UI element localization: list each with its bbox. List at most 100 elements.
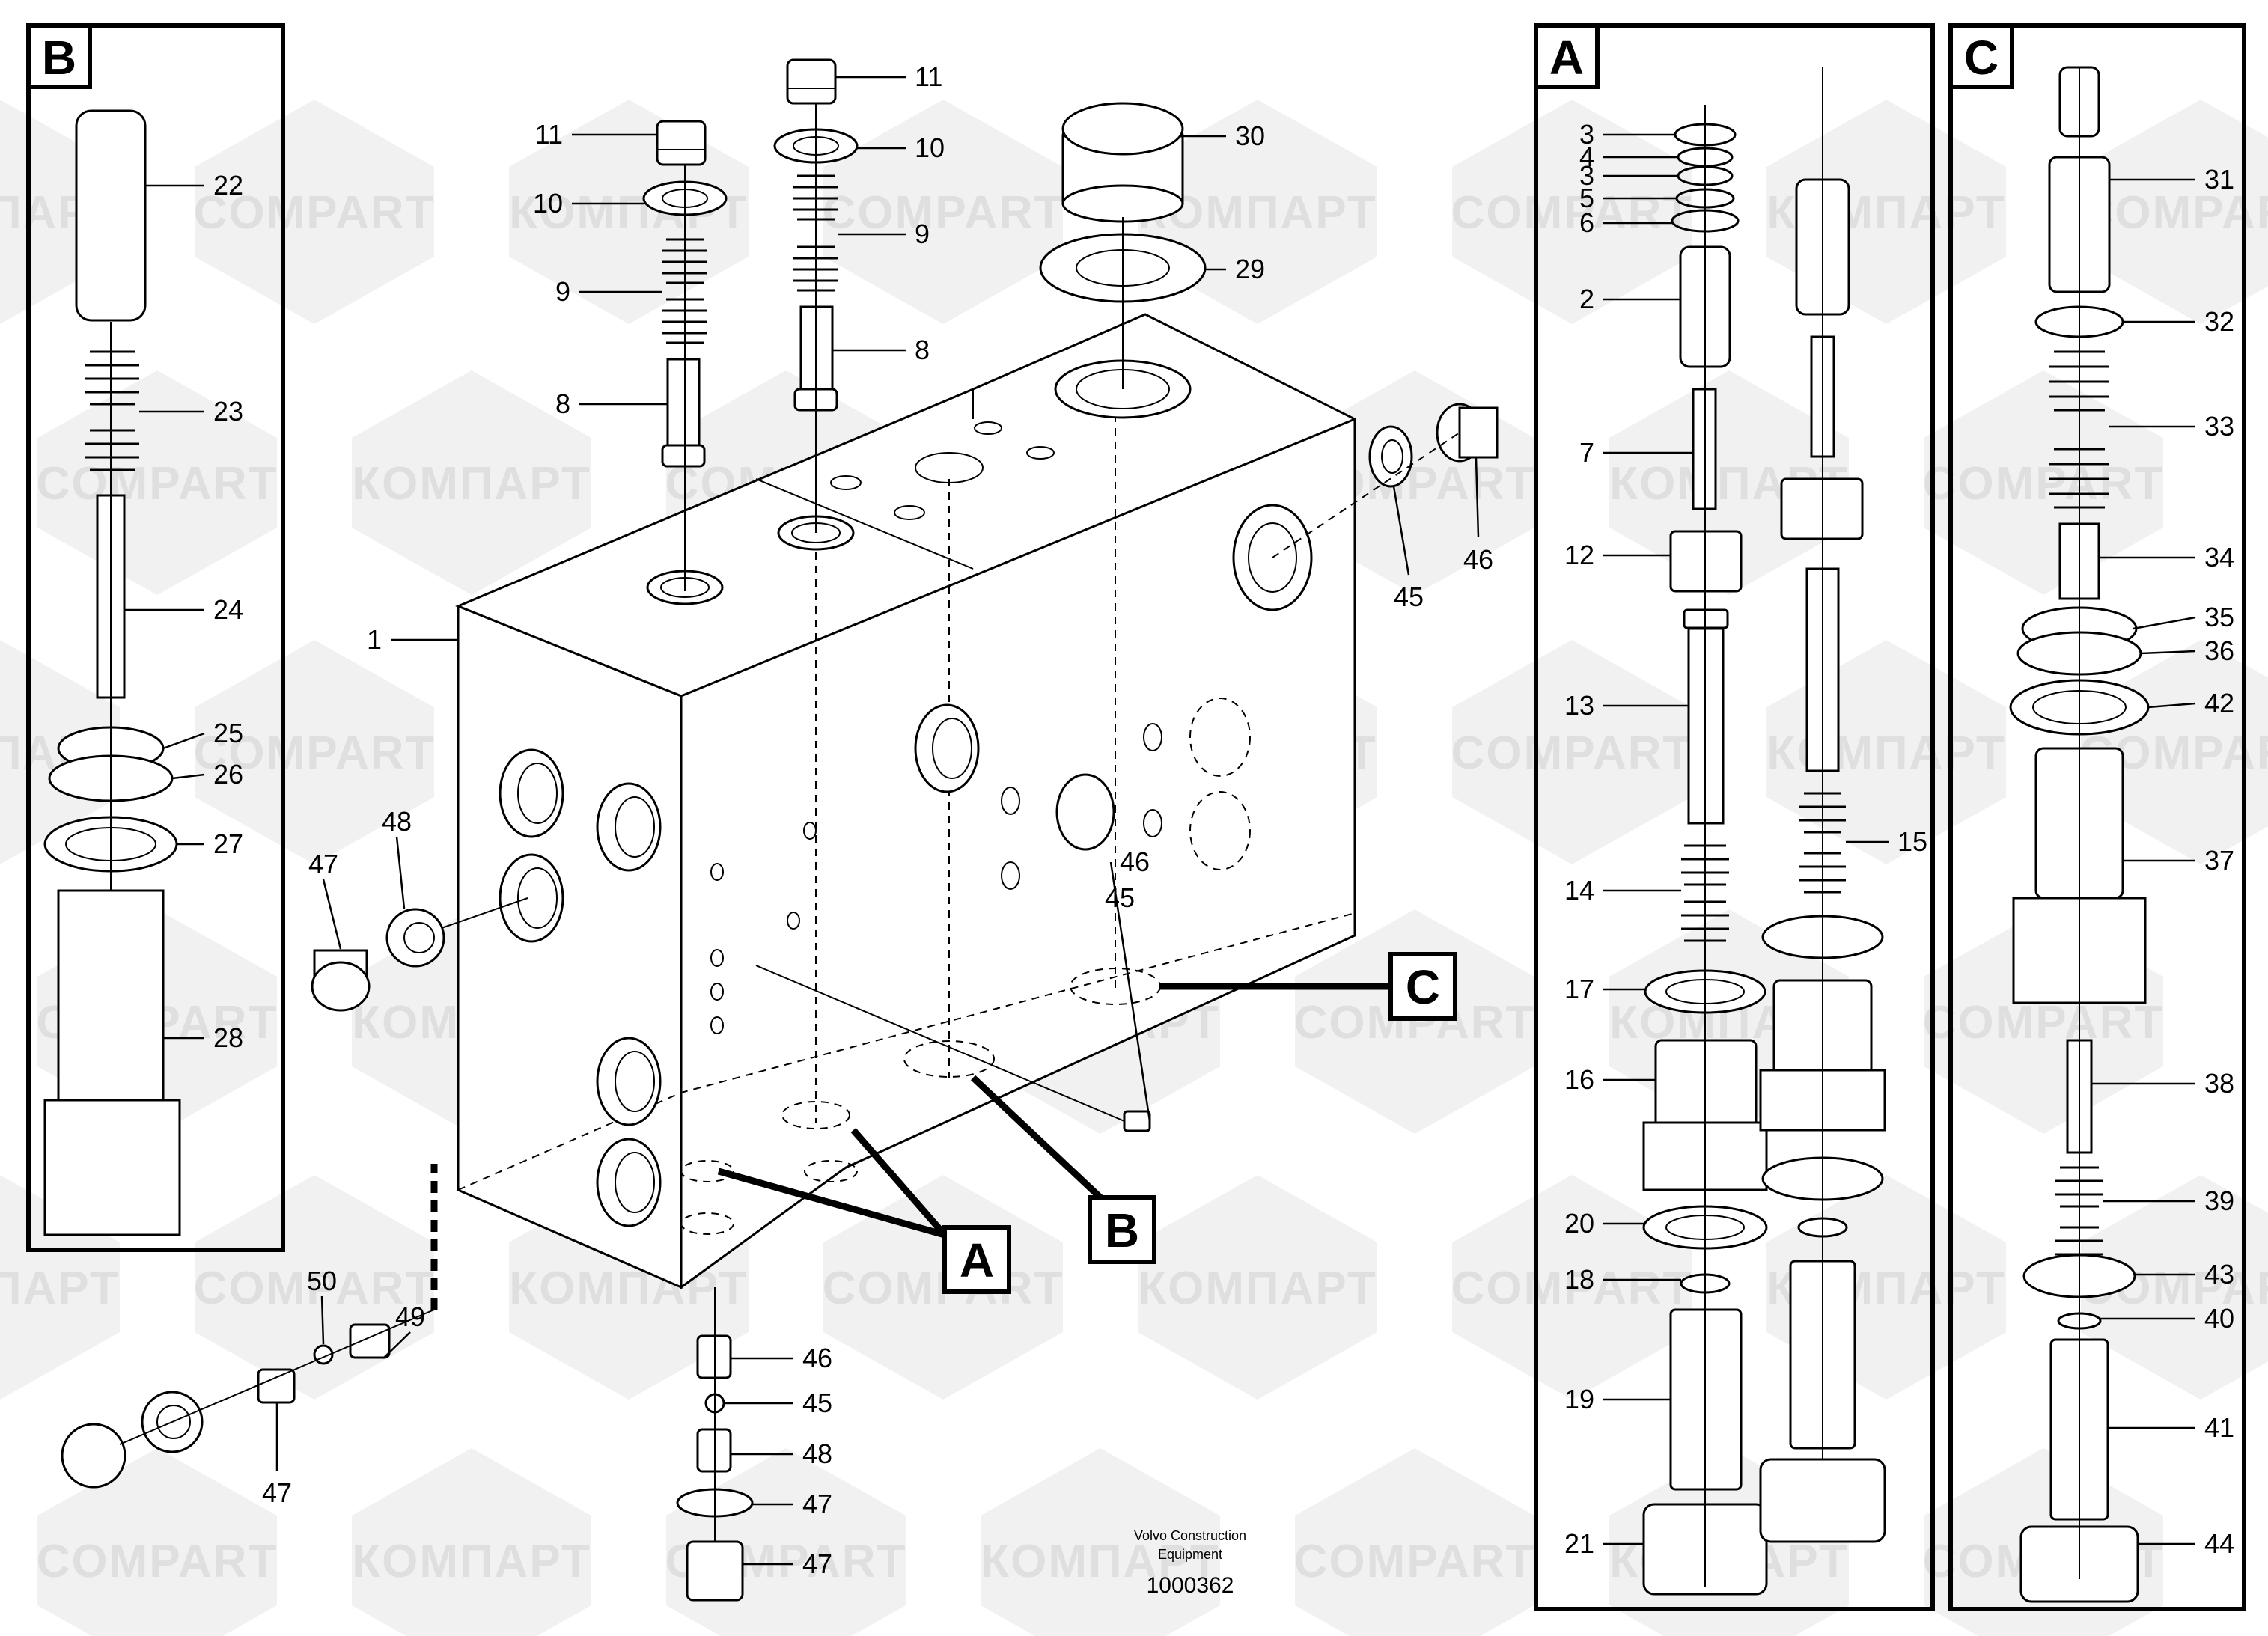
callout-c: C — [1160, 952, 1457, 1021]
leader-line — [1475, 457, 1480, 538]
panel-a-frame — [1534, 23, 1935, 1611]
watermark-text: COMPART — [2080, 187, 2268, 239]
part-label: 39 — [2204, 1185, 2234, 1216]
part-label: 9 — [555, 276, 570, 307]
watermark-text: КОМПАРТ — [1766, 727, 2005, 779]
part-label: 14 — [1564, 875, 1594, 906]
watermark-text: COMPART — [1294, 1536, 1536, 1587]
watermark-text: КОМПАРТ — [981, 1536, 1219, 1587]
watermark-shape — [823, 100, 1063, 324]
callout-b: B — [970, 1075, 1156, 1264]
watermark-text: КОМПАРТ — [509, 1263, 748, 1314]
part-label: 48 — [802, 1438, 832, 1469]
part-label: 35 — [2204, 602, 2234, 632]
part-label: 6 — [1579, 207, 1594, 238]
watermark-text: COMPART — [823, 187, 1064, 239]
part-label: 33 — [2204, 411, 2234, 442]
maker-line-2: Equipment — [1158, 1547, 1222, 1562]
part-label: 2 — [1579, 284, 1594, 314]
watermark-shape — [981, 1448, 1220, 1636]
part-label: 11 — [915, 61, 942, 92]
watermark-text: COMPART — [194, 727, 436, 779]
watermark-text: COMPART — [194, 187, 436, 239]
panel-c-frame — [1948, 23, 2246, 1611]
watermark-shape — [1452, 1175, 1692, 1400]
watermark-text: COMPART — [1451, 187, 1693, 239]
leader-line — [395, 836, 406, 909]
part-label: 24 — [213, 594, 243, 625]
watermark-shape — [1924, 370, 2163, 595]
footer: Volvo Construction Equipment 1000362 — [1134, 1528, 1246, 1598]
part-label: 10 — [533, 188, 563, 219]
leader-line — [320, 1295, 325, 1345]
part-label: 49 — [395, 1301, 425, 1332]
maker-line-1: Volvo Construction — [1134, 1528, 1246, 1543]
leader-line — [162, 732, 205, 750]
watermark-text: КОМПАРТ — [352, 1536, 591, 1587]
part-label: 28 — [213, 1022, 243, 1053]
part-label: 40 — [2204, 1303, 2234, 1334]
watermark-text: КОМПАРТ — [0, 1263, 120, 1314]
watermark-text: COMPART — [194, 1263, 436, 1314]
part-label: 47 — [308, 849, 338, 879]
watermark-text: КОМПАРТ — [1138, 1263, 1377, 1314]
part-label: 32 — [2204, 306, 2234, 337]
watermark-shape — [1138, 1175, 1377, 1400]
part-label: 12 — [1564, 540, 1594, 570]
panel-c-letter: C — [1964, 31, 1999, 85]
leader-line — [171, 773, 205, 780]
part-label: 15 — [1897, 826, 1927, 857]
part-label: 10 — [915, 132, 945, 163]
part-label: 42 — [2204, 688, 2234, 718]
callout-b-letter: B — [1105, 1203, 1139, 1257]
part-label: 47 — [802, 1489, 832, 1519]
watermark-shape — [1452, 640, 1692, 864]
leader-line — [1392, 486, 1410, 576]
panel-a-letter: A — [1549, 31, 1584, 85]
part-label: 36 — [2204, 635, 2234, 666]
part-label: 1 — [367, 624, 382, 655]
part-label: 25 — [213, 718, 243, 748]
part-label: 16 — [1564, 1064, 1594, 1095]
part-label: 37 — [2204, 845, 2234, 876]
part-label: 50 — [307, 1266, 337, 1296]
watermark-text: COMPART — [1923, 997, 2165, 1049]
watermark-text: COMPART — [1451, 1263, 1693, 1314]
part-label: 48 — [382, 806, 412, 837]
part-label: 20 — [1564, 1208, 1594, 1239]
part-label: 43 — [2204, 1259, 2234, 1289]
part-label: 3 — [1579, 119, 1594, 150]
part-label: 46 — [1120, 846, 1150, 877]
callout-a: A — [717, 1128, 1011, 1294]
watermark-text: КОМПАРТ — [352, 458, 591, 510]
part-label: 8 — [555, 388, 570, 419]
part-label: 47 — [802, 1548, 832, 1579]
watermark-text: COMPART — [1451, 727, 1693, 779]
part-label: 8 — [915, 335, 930, 365]
valve-block — [455, 313, 1356, 1289]
panel-a-letter-box — [1534, 23, 1600, 89]
part-label: 23 — [213, 396, 243, 427]
callout-a-letter: A — [960, 1233, 994, 1287]
leader-line — [2133, 616, 2196, 630]
leader-line — [382, 1331, 411, 1359]
part-label: 18 — [1564, 1264, 1594, 1295]
leader-line — [1109, 861, 1151, 1122]
part-labels: 1111098111098302945464645495047484745464… — [213, 61, 2234, 1579]
part-label: 45 — [802, 1388, 832, 1418]
part-label: 17 — [1564, 974, 1594, 1004]
part-label: 38 — [2204, 1068, 2234, 1099]
watermark-shape — [1295, 1448, 1534, 1636]
leader-line — [2140, 650, 2196, 655]
panel-c-letter-box — [1948, 23, 2014, 89]
watermark-text: COMPART — [1923, 458, 2165, 510]
leader-line — [2147, 702, 2196, 709]
part-label: 31 — [2204, 164, 2234, 195]
panel-b-letter-box — [26, 23, 92, 89]
watermark-shape — [1452, 100, 1692, 324]
main-parts — [61, 58, 1499, 1602]
part-label: 46 — [1463, 544, 1493, 575]
part-label: 41 — [2204, 1412, 2234, 1443]
part-label: 34 — [2204, 542, 2234, 573]
